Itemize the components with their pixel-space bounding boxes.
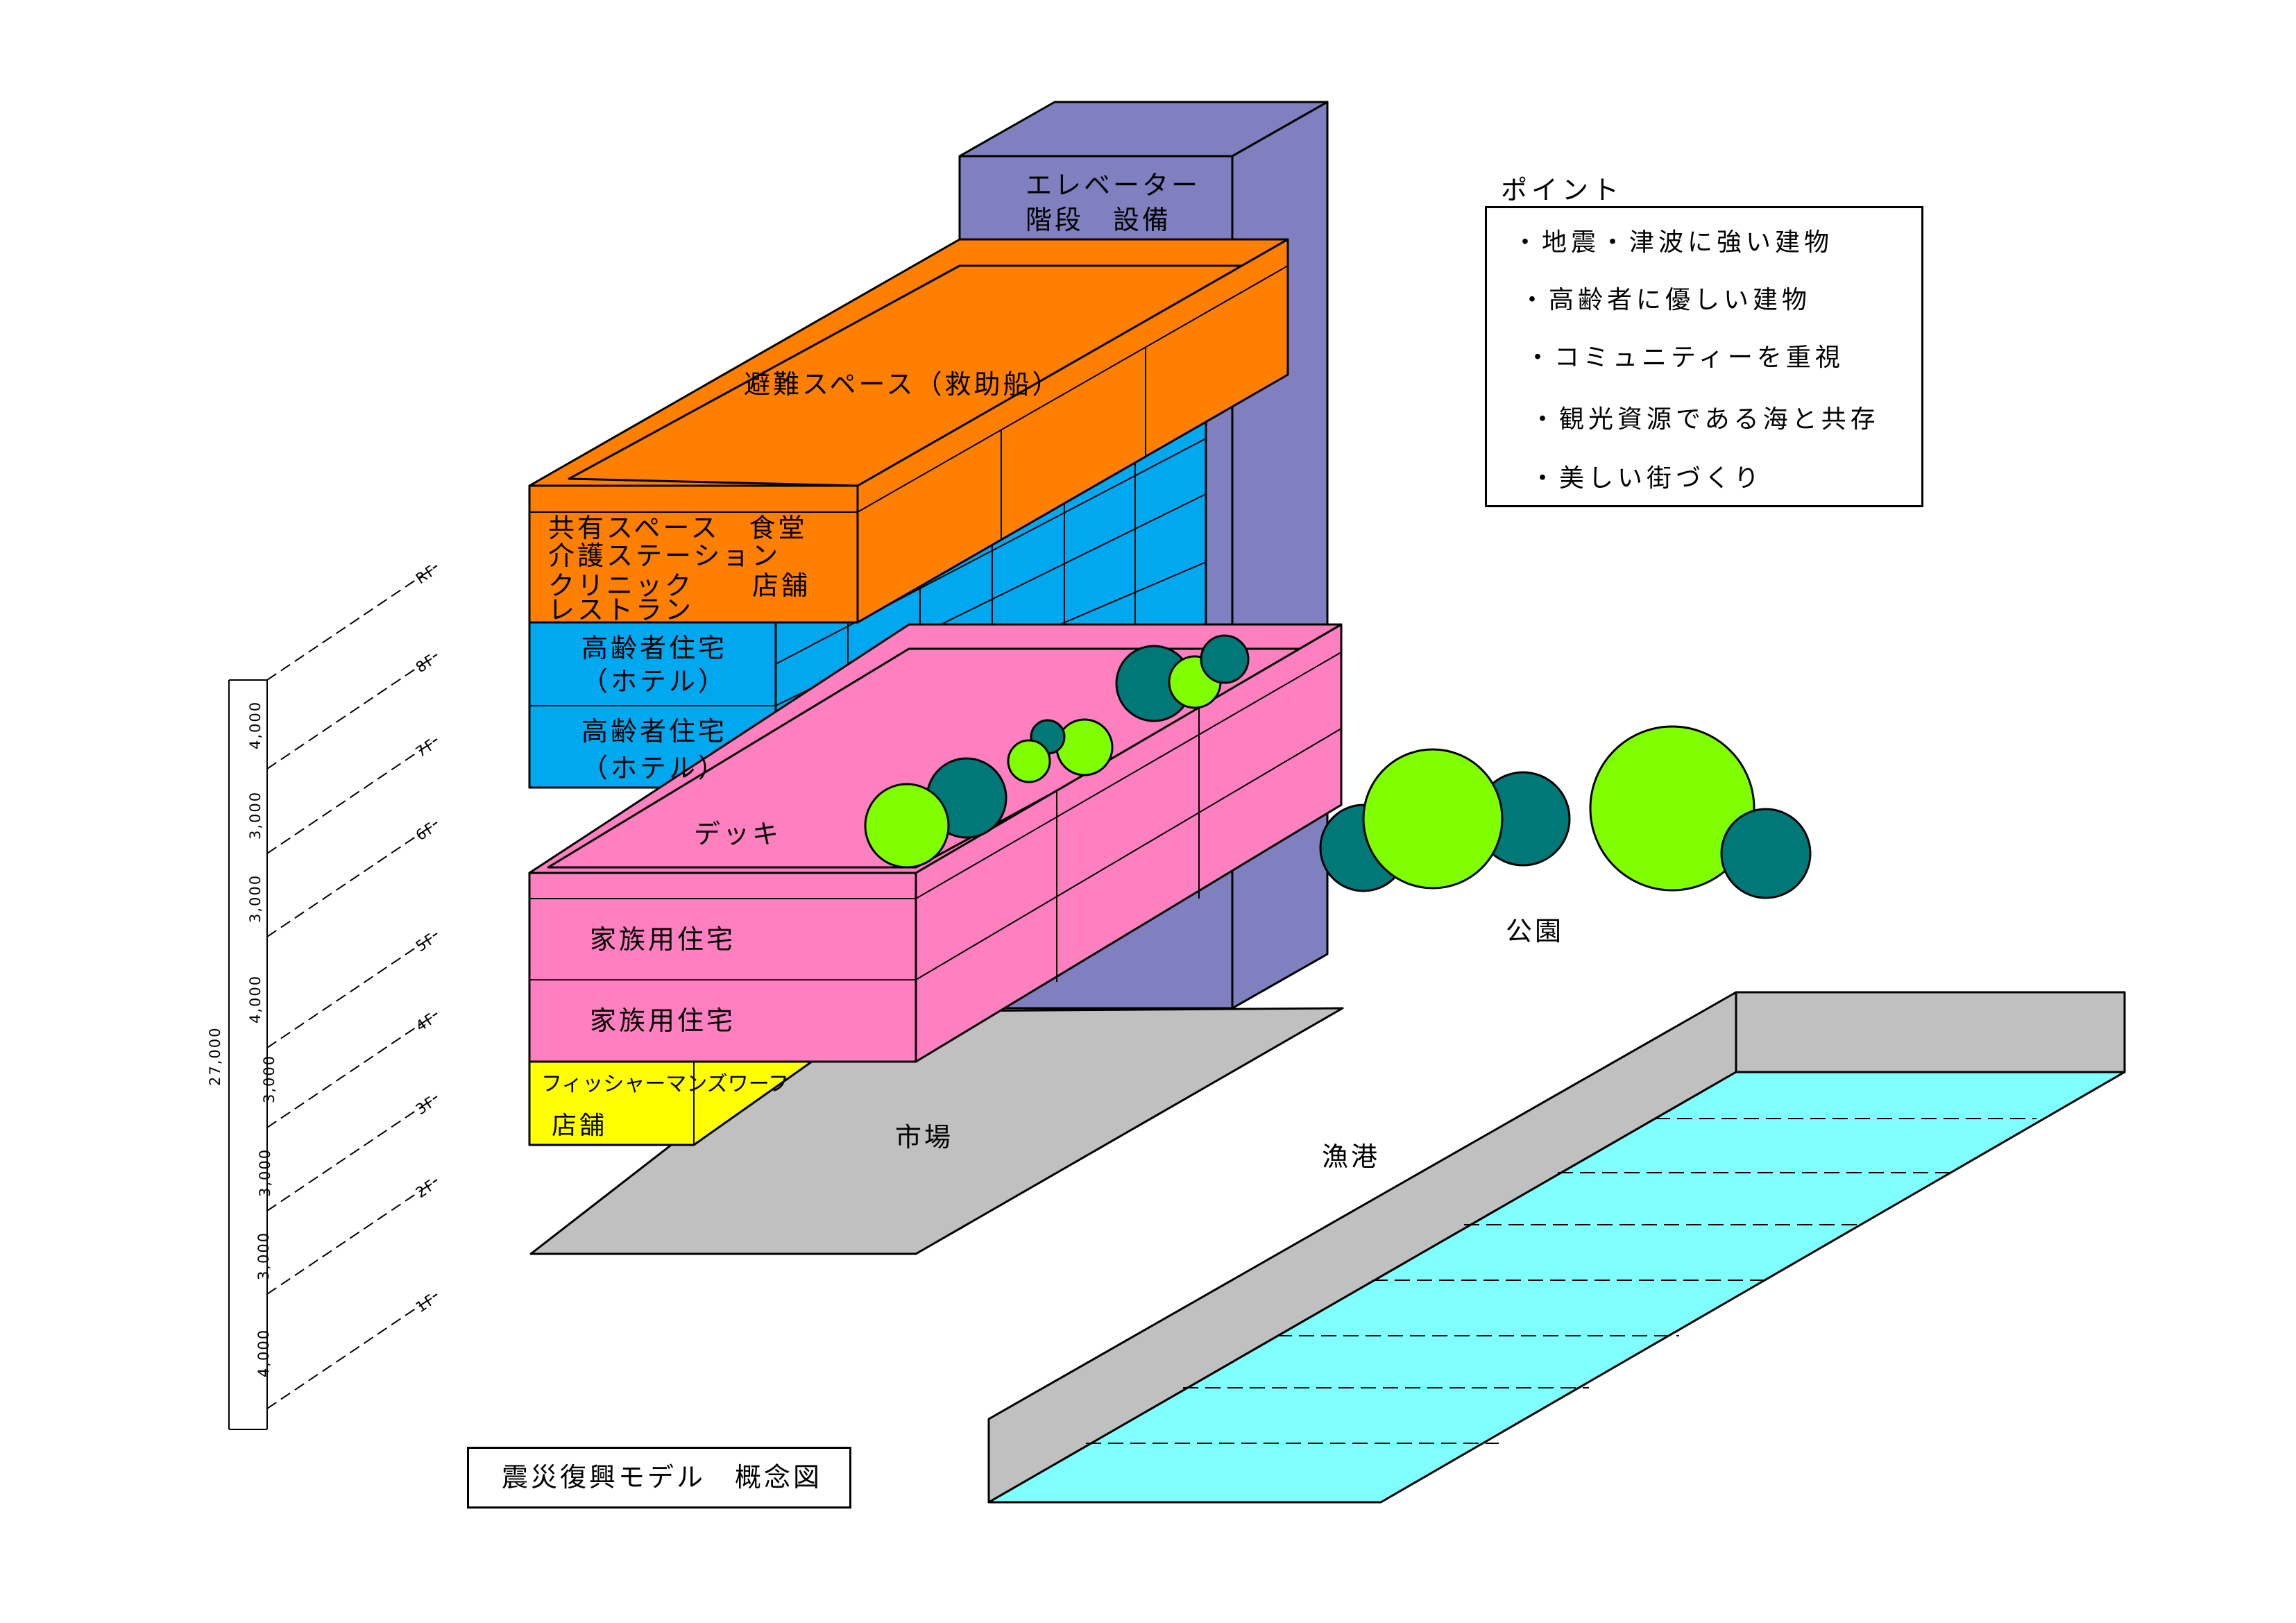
harbor-label: 漁港 xyxy=(1322,1141,1381,1172)
rooftop-label: 避難スペース（救助船） xyxy=(744,369,1062,400)
elderly-lower-label-2: （ホテル） xyxy=(581,753,728,783)
elderly-upper-label-2: （ホテル） xyxy=(581,666,728,697)
floor-height-label: 3,000 xyxy=(247,874,264,923)
height-scale xyxy=(228,679,268,1430)
shared-side xyxy=(856,238,1289,624)
deck-label: デッキ xyxy=(694,819,782,849)
shared-label-1: 共有スペース 食堂 xyxy=(548,513,808,543)
park-label: 公園 xyxy=(1506,916,1565,946)
shared-grid xyxy=(529,265,1289,540)
deck-trees xyxy=(864,634,1250,869)
elevator-label: エレベーター xyxy=(1026,170,1201,201)
points-box: ・地震・津波に強い建物 ・高齢者に優しい建物 ・コミュニティーを重視 ・観光資源… xyxy=(1485,206,1923,507)
floor-height-label: 3,000 xyxy=(257,1148,273,1197)
core-side xyxy=(1231,101,1329,1010)
floor-lines xyxy=(266,565,438,1409)
point-item: ・地震・津波に強い建物 xyxy=(1513,228,1834,257)
harbor-wall-back xyxy=(1735,991,2126,1073)
shop-label: 店舗 xyxy=(552,1112,608,1140)
floor-height-label: 3,000 xyxy=(247,790,264,840)
family-upper-label: 家族用住宅 xyxy=(590,924,736,955)
park-trees xyxy=(1319,725,1812,899)
market-ground xyxy=(529,1007,1344,1255)
harbor-dashes xyxy=(1086,1118,2036,1444)
market-label: 市場 xyxy=(895,1122,954,1153)
family-grid xyxy=(529,652,1342,982)
point-item: ・美しい街づくり xyxy=(1530,464,1764,493)
stairs-equipment-label: 階段 設備 xyxy=(1026,205,1172,235)
shared-label-2: 介護ステーション xyxy=(548,541,781,571)
floor-height-label: 3,000 xyxy=(255,1231,272,1280)
family-lower-label: 家族用住宅 xyxy=(590,1005,736,1036)
title-box: 震災復興モデル 概念図 xyxy=(467,1447,851,1509)
point-item: ・高齢者に優しい建物 xyxy=(1520,286,1812,314)
total-height-label: 27,000 xyxy=(207,1026,223,1086)
elderly-lower-label-1: 高齢者住宅 xyxy=(581,716,728,747)
elderly-upper-label-1: 高齢者住宅 xyxy=(581,633,728,663)
floor-height-label: 4,000 xyxy=(247,700,264,749)
floor-height-label: 4,000 xyxy=(247,974,264,1023)
harbor-water xyxy=(987,1071,2126,1504)
fishermans-wharf-label: フィッシャーマンズワーフ xyxy=(541,1072,789,1096)
shared-label-4: レストラン xyxy=(548,595,695,625)
shared-label-3: クリニック 店舗 xyxy=(548,570,811,601)
point-item: ・コミュニティーを重視 xyxy=(1525,343,1844,372)
diagram-title: 震災復興モデル 概念図 xyxy=(502,1462,823,1493)
point-item: ・観光資源である海と共存 xyxy=(1530,405,1880,434)
points-heading: ポイント xyxy=(1501,175,1624,205)
floor-height-label: 4,000 xyxy=(255,1328,272,1377)
floor-height-label: 3,000 xyxy=(261,1054,278,1103)
